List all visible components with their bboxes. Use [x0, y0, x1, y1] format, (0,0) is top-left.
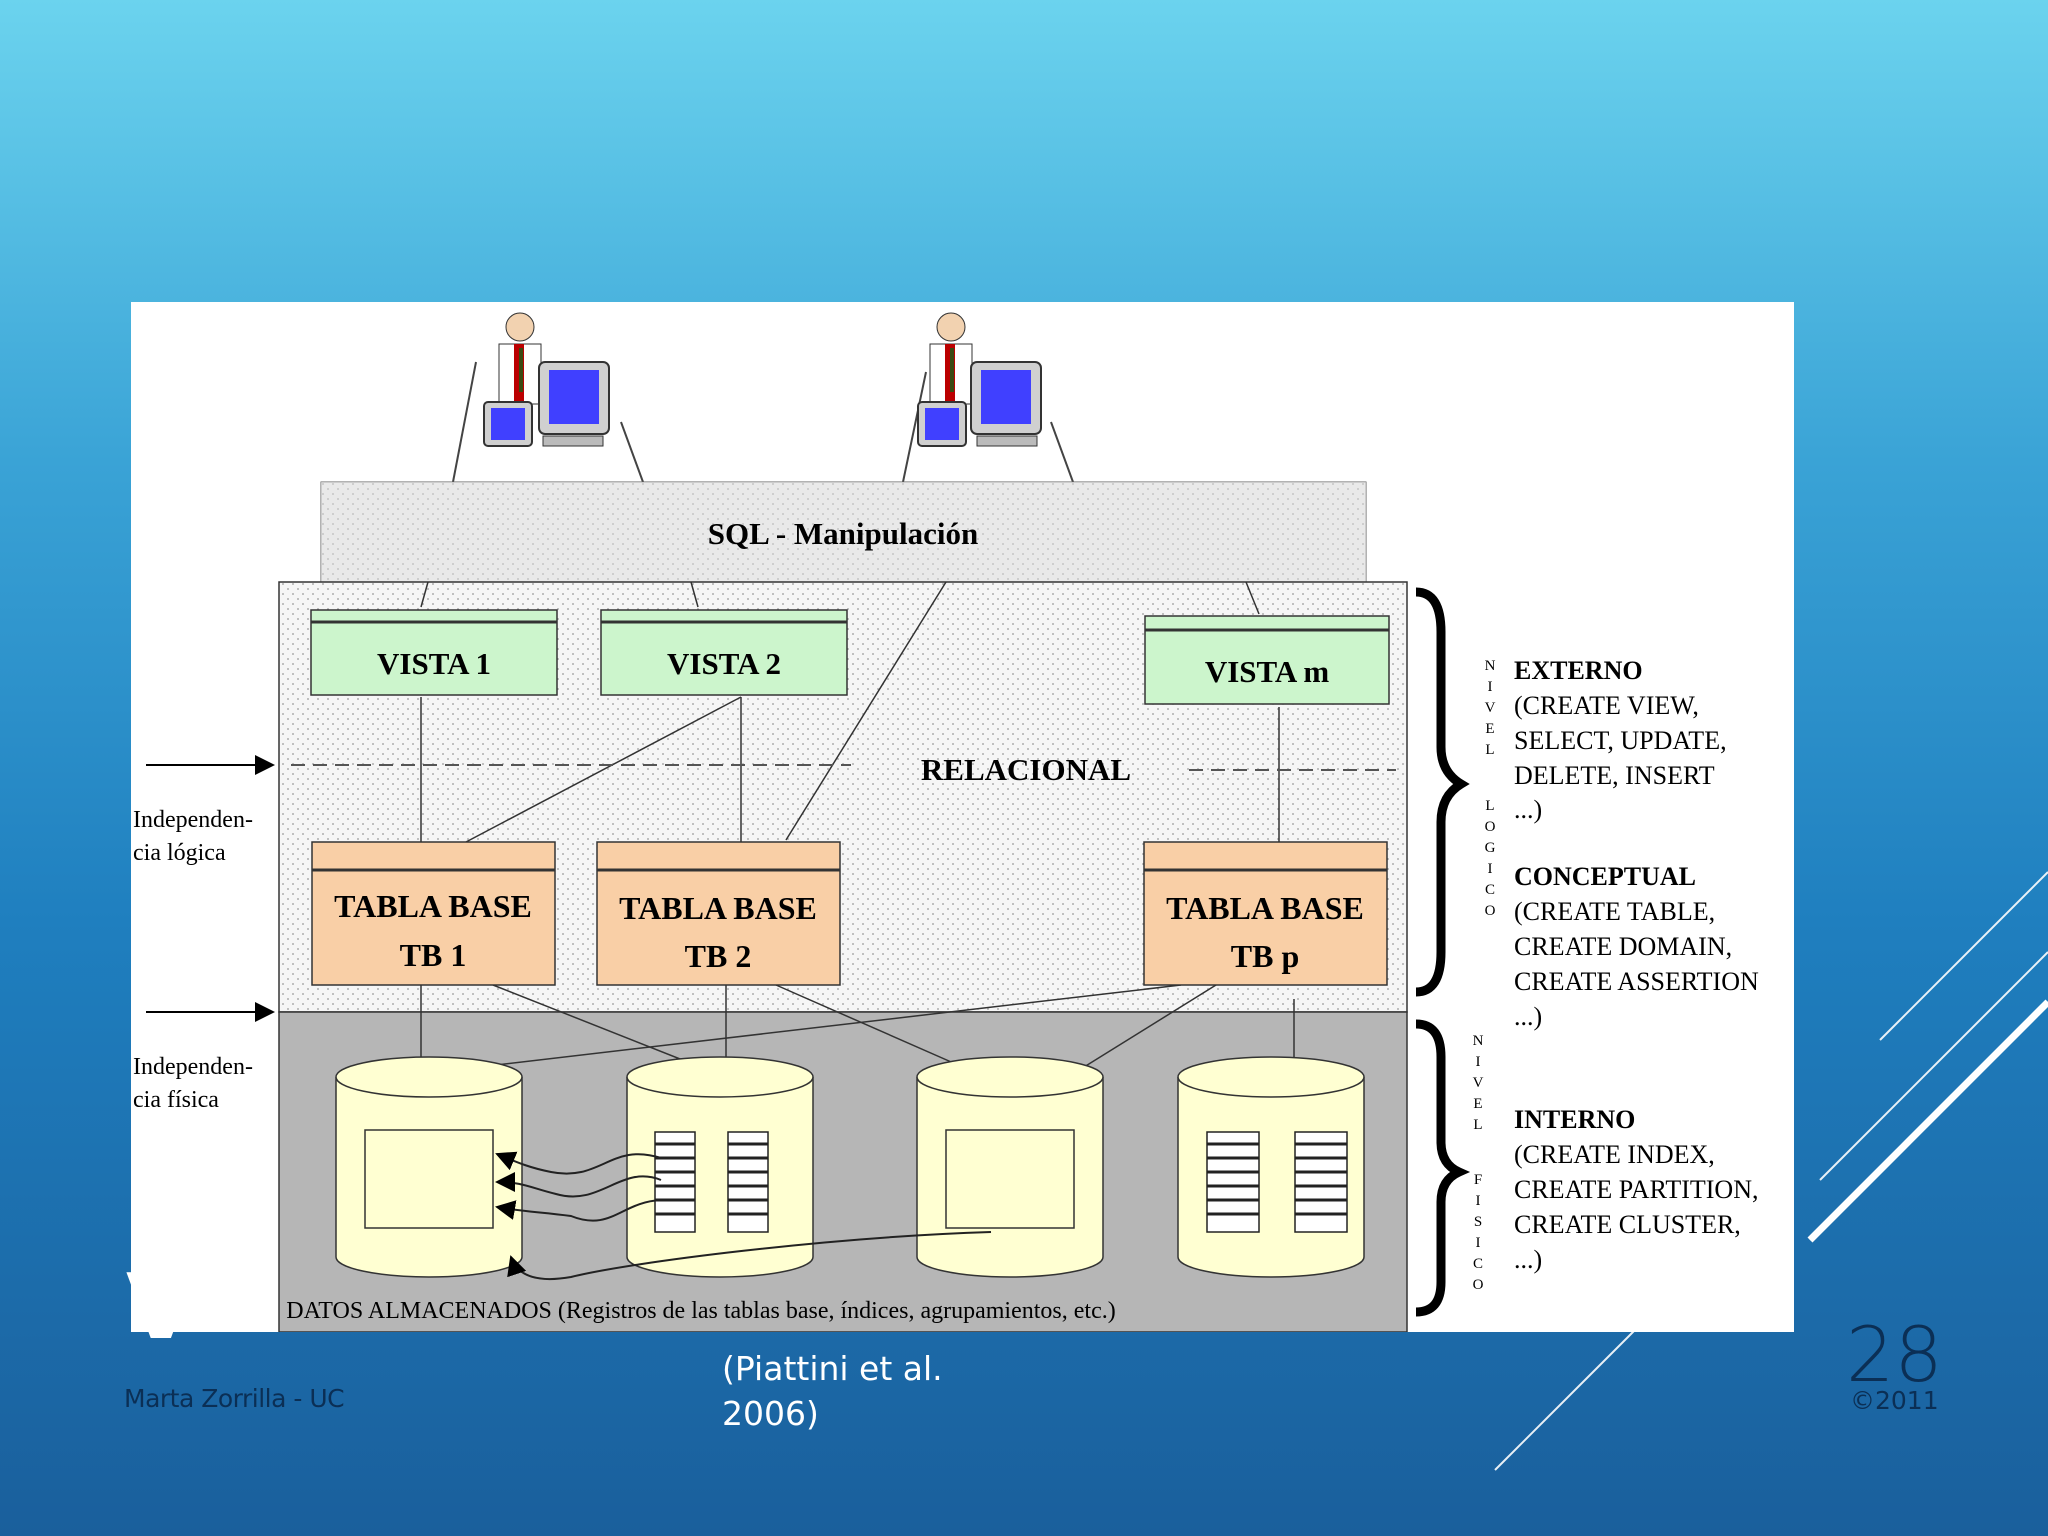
base-table-1-line1: TABLA BASE — [334, 888, 532, 924]
base-table-1-box: TABLA BASE TB 1 — [311, 841, 556, 986]
copyright: ©2011 — [1850, 1386, 1939, 1415]
svg-text:I: I — [1476, 1235, 1481, 1251]
svg-text:V: V — [1473, 1075, 1484, 1091]
svg-text:EXTERNO: EXTERNO — [1514, 656, 1643, 685]
svg-text:I: I — [1476, 1193, 1481, 1209]
relational-label: RELACIONAL — [921, 752, 1131, 787]
svg-text:CONCEPTUAL: CONCEPTUAL — [1514, 862, 1696, 891]
svg-text:O: O — [1473, 1277, 1484, 1293]
base-table-p-line1: TABLA BASE — [1166, 890, 1364, 926]
indep-logica-line1: Independen- — [133, 807, 253, 833]
svg-text:G: G — [1485, 840, 1496, 856]
svg-text:S: S — [1474, 1214, 1482, 1230]
svg-text:(CREATE INDEX,: (CREATE INDEX, — [1514, 1140, 1715, 1169]
nivel-logico-vertical: N I V E L L O G I C O — [1485, 658, 1496, 919]
base-table-2-line1: TABLA BASE — [619, 890, 817, 926]
svg-text:I: I — [1488, 861, 1493, 877]
storage-cylinder-1 — [335, 1056, 523, 1278]
svg-text:N: N — [1485, 658, 1496, 674]
svg-text:INTERNO: INTERNO — [1514, 1105, 1635, 1134]
svg-text:...): ...) — [1514, 795, 1542, 824]
diagram-figure: SQL - Manipulación RELACIONAL — [131, 302, 1794, 1332]
svg-text:V: V — [1485, 700, 1496, 716]
indep-fisica-line1: Independen- — [133, 1054, 253, 1080]
svg-text:C: C — [1473, 1256, 1483, 1272]
svg-text:N: N — [1473, 1033, 1484, 1049]
stored-data-label: DATOS ALMACENADOS (Registros de las tabl… — [286, 1298, 1115, 1324]
svg-text:CREATE CLUSTER,: CREATE CLUSTER, — [1514, 1210, 1741, 1239]
svg-text:L: L — [1473, 1117, 1482, 1133]
brace-logical — [1415, 587, 1470, 997]
indep-logica-line2: cia lógica — [133, 840, 226, 866]
brace-physical — [1415, 1019, 1471, 1317]
svg-text:I: I — [1476, 1054, 1481, 1070]
svg-text:CREATE DOMAIN,: CREATE DOMAIN, — [1514, 932, 1732, 961]
svg-text:O: O — [1485, 903, 1496, 919]
view-2-box: VISTA 2 — [600, 609, 848, 696]
user-left-icon — [452, 312, 644, 483]
base-table-p-box: TABLA BASE TB p — [1143, 841, 1388, 986]
base-table-p-line2: TB p — [1231, 938, 1299, 974]
citation: (Piattini et al. 2006) — [722, 1349, 943, 1433]
level-interno: INTERNO (CREATE INDEX, CREATE PARTITION,… — [1514, 1105, 1759, 1274]
svg-text:F: F — [1474, 1172, 1482, 1188]
view-1-box: VISTA 1 — [310, 609, 558, 696]
svg-text:C: C — [1485, 882, 1495, 898]
svg-text:E: E — [1473, 1096, 1482, 1112]
view-1-label: VISTA 1 — [377, 646, 491, 681]
svg-text:(CREATE VIEW,: (CREATE VIEW, — [1514, 691, 1699, 720]
svg-text:E: E — [1485, 721, 1494, 737]
storage-cylinder-3 — [916, 1056, 1104, 1278]
base-table-2-box: TABLA BASE TB 2 — [596, 841, 841, 986]
view-m-box: VISTA m — [1144, 615, 1390, 705]
svg-text:...): ...) — [1514, 1002, 1542, 1031]
architecture-diagram: SQL - Manipulación RELACIONAL — [133, 312, 1759, 1332]
sql-box-label: SQL - Manipulación — [708, 516, 978, 551]
svg-text:SELECT, UPDATE,: SELECT, UPDATE, — [1514, 726, 1727, 755]
footer-author: Marta Zorrilla - UC — [124, 1384, 345, 1413]
svg-text:CREATE PARTITION,: CREATE PARTITION, — [1514, 1175, 1759, 1204]
view-m-label: VISTA m — [1205, 654, 1329, 689]
nivel-fisico-vertical: N I V E L F I S I C O — [1473, 1033, 1484, 1293]
svg-text:O: O — [1485, 819, 1496, 835]
base-table-1-line2: TB 1 — [400, 937, 467, 973]
svg-text:L: L — [1485, 798, 1494, 814]
svg-text:I: I — [1488, 679, 1493, 695]
svg-text:DELETE, INSERT: DELETE, INSERT — [1514, 761, 1715, 790]
page-number: 28 — [1846, 1310, 1943, 1399]
level-conceptual: CONCEPTUAL (CREATE TABLE, CREATE DOMAIN,… — [1514, 862, 1759, 1031]
user-right-icon — [902, 312, 1074, 483]
svg-text:(CREATE TABLE,: (CREATE TABLE, — [1514, 897, 1715, 926]
base-table-2-line2: TB 2 — [685, 938, 752, 974]
indep-fisica-line2: cia física — [133, 1087, 219, 1113]
svg-text:CREATE ASSERTION: CREATE ASSERTION — [1514, 967, 1759, 996]
view-2-label: VISTA 2 — [667, 646, 781, 681]
level-externo: EXTERNO (CREATE VIEW, SELECT, UPDATE, DE… — [1514, 656, 1727, 824]
svg-text:...): ...) — [1514, 1245, 1542, 1274]
svg-text:L: L — [1485, 742, 1494, 758]
